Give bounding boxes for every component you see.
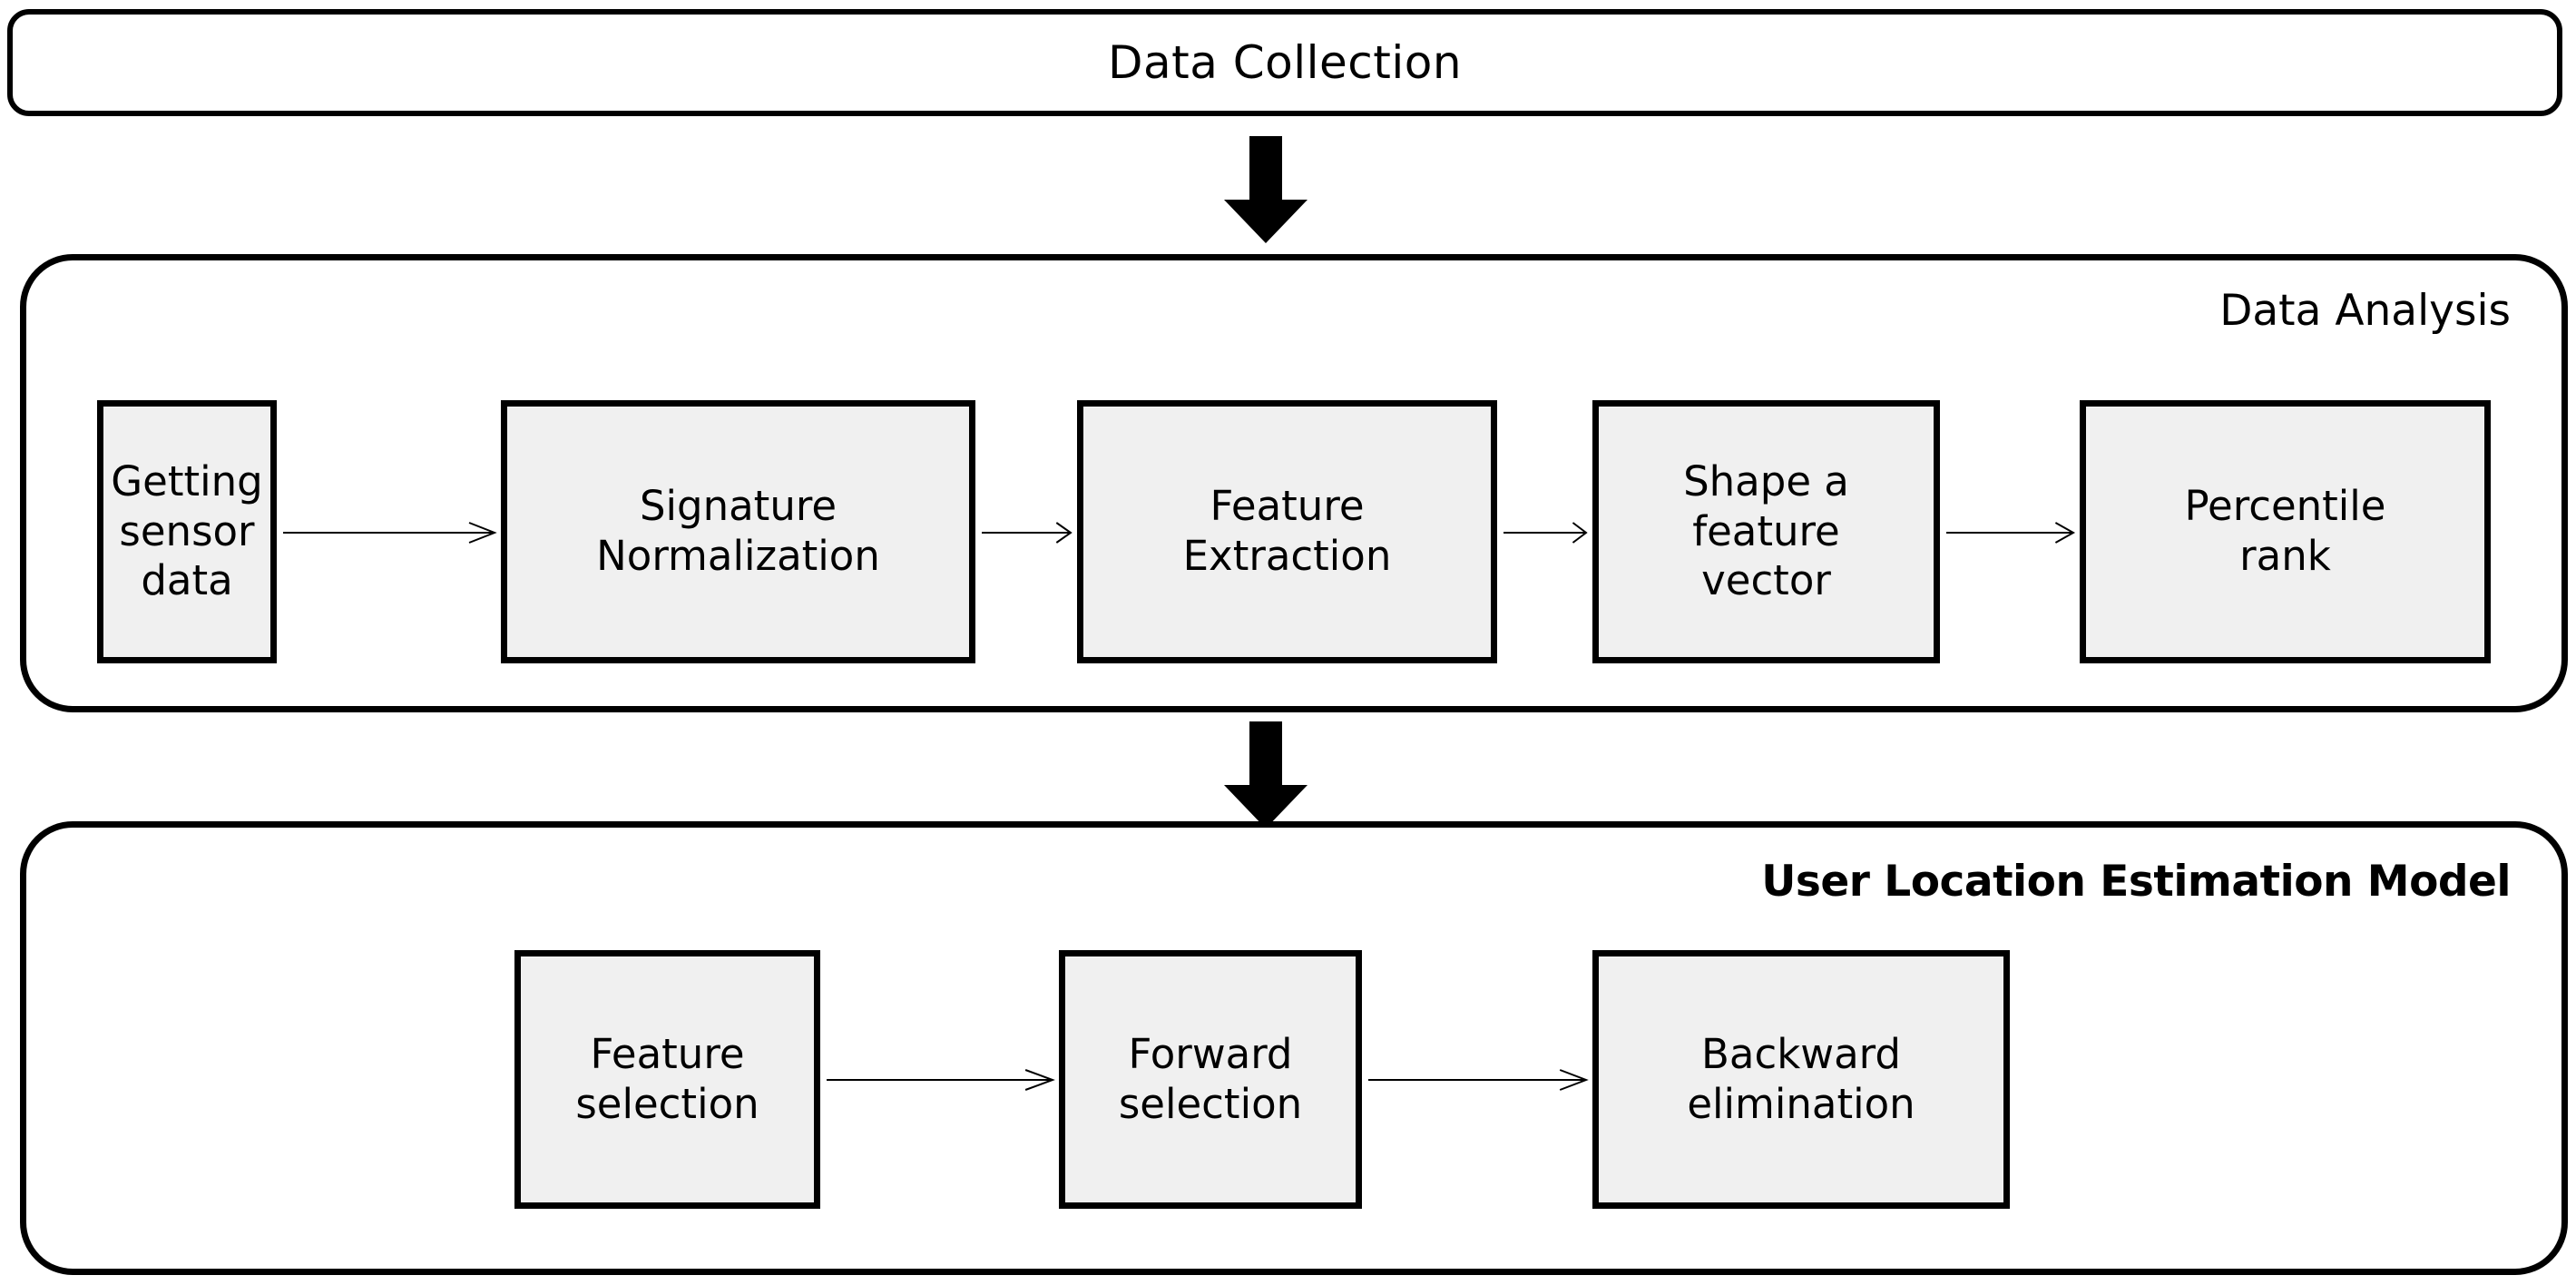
user-location-estimation-model-group: User Location Estimation Model Feature s…: [20, 821, 2568, 1275]
process-box-feature-selection[interactable]: Feature selection: [514, 950, 820, 1209]
process-box-label: Feature Extraction: [1182, 482, 1392, 580]
data-analysis-group: Data Analysis Getting sensor data Signat…: [20, 254, 2568, 712]
process-box-signature-normalization[interactable]: Signature Normalization: [501, 400, 975, 663]
block-arrow-down-analysis-to-model: [1220, 721, 1311, 829]
process-box-forward-selection[interactable]: Forward selection: [1059, 950, 1362, 1209]
block-arrow-down-collection-to-analysis: [1220, 136, 1311, 243]
user-location-estimation-model-label: User Location Estimation Model: [1761, 857, 2511, 907]
process-box-getting-sensor-data[interactable]: Getting sensor data: [97, 400, 277, 663]
connector-arrow-vector-to-percentile: [1946, 513, 2073, 553]
connector-arrow-normalization-to-extraction: [982, 513, 1071, 553]
data-collection-label: Data Collection: [1107, 36, 1463, 89]
process-box-label: Getting sensor data: [111, 456, 263, 605]
process-box-label: Feature selection: [575, 1029, 759, 1128]
connector-arrow-feature-selection-to-forward-selection: [827, 1060, 1053, 1100]
process-box-percentile-rank[interactable]: Percentile rank: [2080, 400, 2491, 663]
connector-arrow-extraction-to-vector: [1503, 513, 1586, 553]
data-collection-banner: Data Collection: [7, 9, 2562, 116]
process-box-backward-elimination[interactable]: Backward elimination: [1592, 950, 2010, 1209]
process-box-label: Backward elimination: [1687, 1029, 1915, 1128]
process-box-label: Percentile rank: [2184, 482, 2386, 580]
process-box-label: Signature Normalization: [596, 482, 880, 580]
data-analysis-label: Data Analysis: [2219, 286, 2511, 336]
connector-arrow-forward-selection-to-backward-elimination: [1368, 1060, 1586, 1100]
process-box-shape-feature-vector[interactable]: Shape a feature vector: [1592, 400, 1940, 663]
connector-arrow-sensor-to-normalization: [283, 513, 495, 553]
process-box-label: Forward selection: [1118, 1029, 1303, 1128]
process-box-feature-extraction[interactable]: Feature Extraction: [1077, 400, 1497, 663]
process-box-label: Shape a feature vector: [1683, 456, 1849, 605]
